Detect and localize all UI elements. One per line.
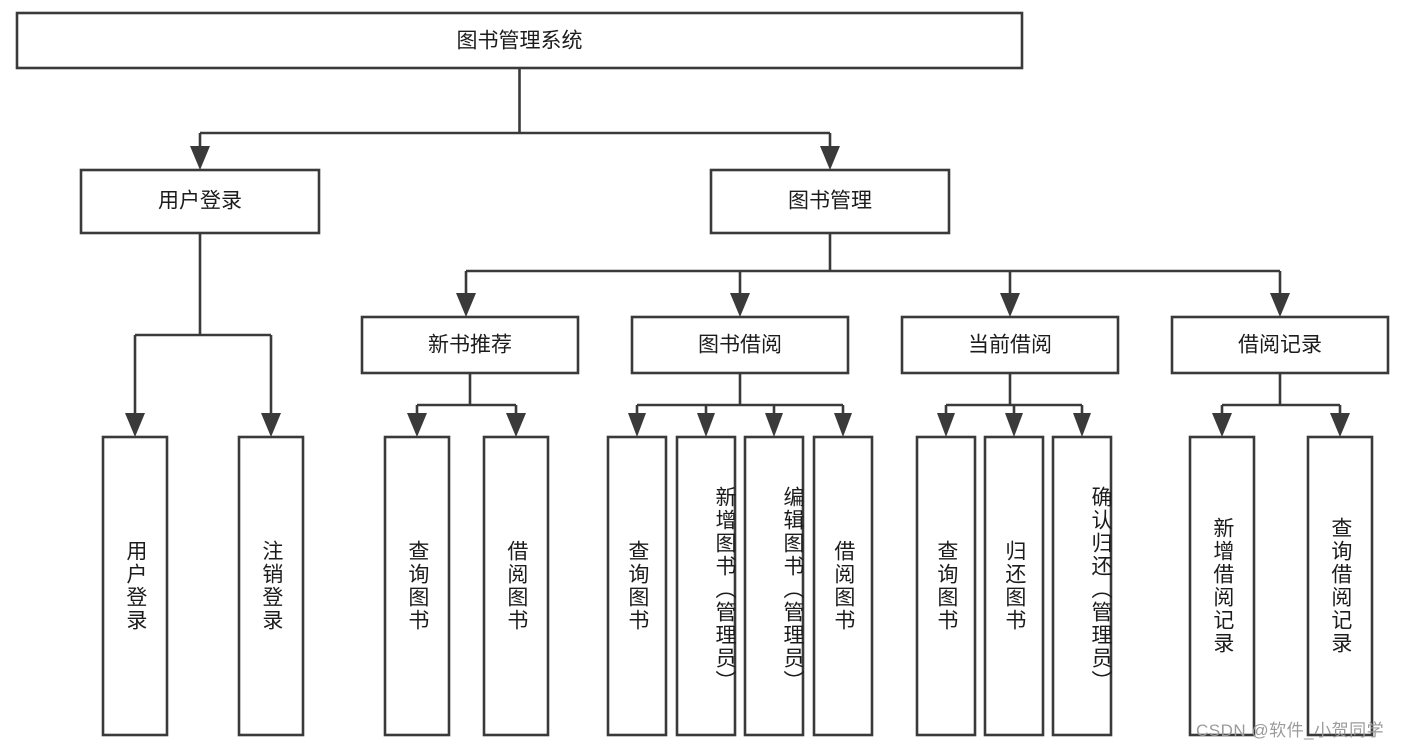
arrow-head-leaf-add-borrow-record xyxy=(1212,413,1232,437)
node-leaf-add-book-box[interactable] xyxy=(675,435,737,737)
arrow-head-borrow-record xyxy=(1270,293,1290,317)
arrow-head-user-login xyxy=(190,146,210,170)
node-new-book-recommend-label: 新书推荐 xyxy=(428,334,512,357)
arrow-head-leaf-user-login xyxy=(125,413,145,437)
node-book-management-box[interactable] xyxy=(709,168,951,235)
node-borrow-record-box[interactable] xyxy=(1170,315,1390,375)
node-leaf-borrow-book-rec-box[interactable] xyxy=(482,435,550,737)
node-book-borrow-box[interactable] xyxy=(630,315,850,375)
arrow-head-leaf-borrow-book xyxy=(834,413,852,437)
arrow-head-book-management xyxy=(820,146,840,170)
arrow-head-new-book-recommend xyxy=(456,293,476,317)
node-layer: 图书管理系统 用户登录 图书管理 新书推荐 图书借阅 当前借阅 借阅记录 xyxy=(15,11,1390,737)
node-leaf-return-book-box[interactable] xyxy=(983,435,1045,737)
arrow-head-current-borrow xyxy=(1000,293,1020,317)
node-user-login-box[interactable] xyxy=(79,168,321,235)
node-leaf-user-login-box[interactable] xyxy=(101,435,169,737)
csdn-watermark: CSDN @软件_小贺同学 xyxy=(1196,721,1385,740)
arrow-head-leaf-edit-book xyxy=(765,413,783,437)
node-leaf-query-book-borrow-box[interactable] xyxy=(606,435,668,737)
node-leaf-borrow-book-box[interactable] xyxy=(812,435,874,737)
node-leaf-query-borrow-record-box[interactable] xyxy=(1306,435,1374,737)
node-current-borrow-box[interactable] xyxy=(900,315,1120,375)
node-root-label: 图书管理系统 xyxy=(457,30,583,53)
node-book-management-label: 图书管理 xyxy=(788,190,872,213)
arrow-head-leaf-query-book-borrow xyxy=(628,413,646,437)
arrow-head-book-borrow xyxy=(730,293,750,317)
arrow-head-leaf-query-book-rec xyxy=(407,413,427,437)
node-leaf-query-book-current-box[interactable] xyxy=(915,435,977,737)
arrow-head-leaf-add-book xyxy=(697,413,715,437)
arrow-head-leaf-return-book xyxy=(1005,413,1023,437)
arrow-head-leaf-borrow-book-rec xyxy=(506,413,526,437)
connector-layer xyxy=(125,68,1350,437)
arrow-head-leaf-confirm-return xyxy=(1073,413,1091,437)
node-leaf-add-borrow-record-box[interactable] xyxy=(1188,435,1256,737)
arrow-head-leaf-query-book-current xyxy=(937,413,955,437)
node-leaf-logout-box[interactable] xyxy=(237,435,305,737)
node-leaf-query-book-rec-box[interactable] xyxy=(383,435,451,737)
arrow-head-leaf-query-borrow-record xyxy=(1330,413,1350,437)
node-root-box[interactable] xyxy=(15,11,1024,70)
node-borrow-record-label: 借阅记录 xyxy=(1238,334,1322,357)
node-user-login-label: 用户登录 xyxy=(158,190,242,213)
node-current-borrow-label: 当前借阅 xyxy=(968,334,1052,357)
arrow-head-leaf-logout xyxy=(261,413,281,437)
node-leaf-edit-book-box[interactable] xyxy=(743,435,805,737)
node-leaf-confirm-return-box[interactable] xyxy=(1051,435,1113,737)
node-book-borrow-label: 图书借阅 xyxy=(698,334,782,357)
node-new-book-recommend-box[interactable] xyxy=(360,315,580,375)
